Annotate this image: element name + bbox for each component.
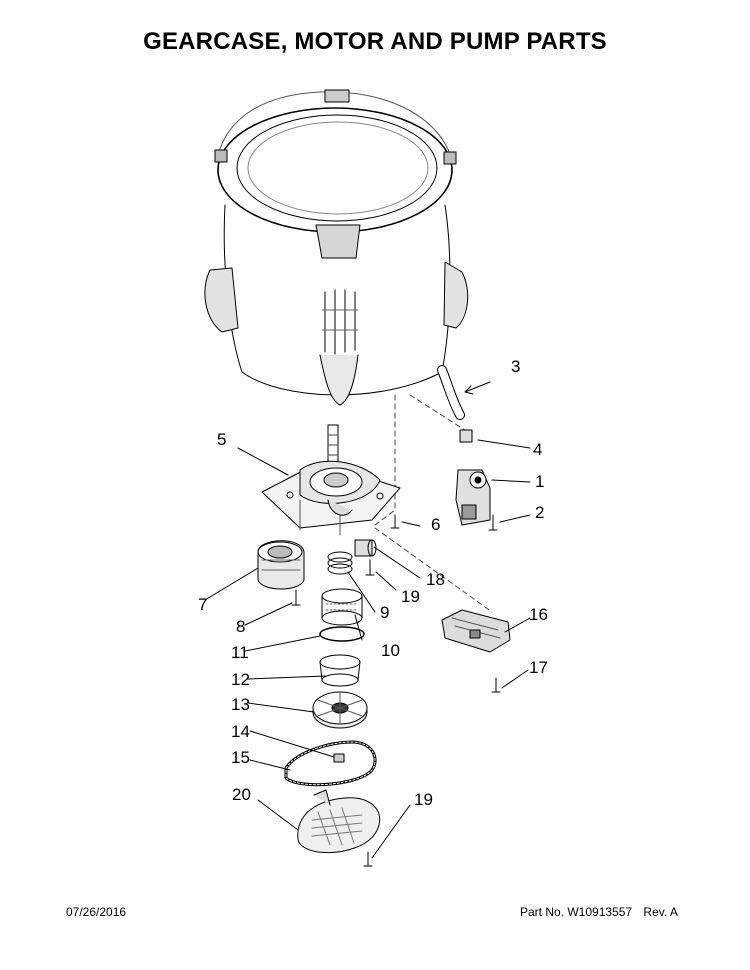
revision: Rev. A bbox=[643, 905, 678, 919]
drive-pulley bbox=[312, 691, 368, 729]
outer-tub bbox=[204, 89, 469, 526]
retaining-ring bbox=[319, 626, 365, 642]
callout-7: 7 bbox=[198, 595, 207, 614]
clutch bbox=[319, 654, 361, 687]
callout-2: 2 bbox=[535, 503, 544, 522]
gearcase-screw bbox=[390, 514, 400, 529]
bearing bbox=[321, 588, 363, 626]
mcu-screw bbox=[491, 677, 501, 693]
drain-hose bbox=[437, 365, 473, 443]
callout-16: 16 bbox=[529, 605, 548, 624]
callout-3: 3 bbox=[511, 357, 520, 376]
drain-pump bbox=[455, 469, 491, 526]
callout-12: 12 bbox=[231, 670, 250, 689]
callout-18: 18 bbox=[426, 570, 445, 589]
callout-17: 17 bbox=[529, 658, 548, 677]
page-title: GEARCASE, MOTOR AND PUMP PARTS bbox=[143, 28, 607, 55]
gearcase bbox=[261, 424, 401, 536]
callout-numbers: 1 2 3 4 5 6 7 8 9 10 11 12 13 14 15 16 1… bbox=[198, 357, 548, 809]
shield-screw bbox=[363, 851, 373, 867]
callout-14: 14 bbox=[231, 722, 250, 741]
pulley-shield bbox=[297, 789, 381, 854]
motor-screw bbox=[291, 589, 301, 606]
callout-10: 10 bbox=[381, 641, 400, 660]
callout-8: 8 bbox=[236, 617, 245, 636]
callout-1: 1 bbox=[535, 472, 544, 491]
leader-lines bbox=[204, 381, 531, 859]
callout-6: 6 bbox=[431, 515, 440, 534]
pulley-nut bbox=[333, 753, 345, 763]
drive-motor bbox=[257, 540, 305, 590]
spring bbox=[327, 551, 353, 575]
callout-11: 11 bbox=[231, 643, 249, 662]
callout-4: 4 bbox=[533, 440, 542, 459]
motor-control-unit bbox=[441, 609, 511, 653]
drive-belt bbox=[284, 740, 377, 787]
callout-5: 5 bbox=[217, 430, 226, 449]
callout-9: 9 bbox=[380, 603, 389, 622]
coupler-screw bbox=[365, 559, 375, 576]
callout-19a: 19 bbox=[401, 587, 420, 606]
callout-20: 20 bbox=[232, 785, 251, 804]
pump-screw bbox=[488, 514, 498, 531]
coupler bbox=[354, 539, 377, 557]
part-number: Part No. W10913557 bbox=[520, 905, 633, 919]
callout-19b: 19 bbox=[414, 790, 433, 809]
footer-date: 07/26/2016 bbox=[66, 905, 127, 919]
callout-15: 15 bbox=[231, 748, 250, 767]
callout-13: 13 bbox=[231, 695, 250, 714]
footer-part-number: Part No. W10913557 Rev. A bbox=[520, 905, 678, 919]
